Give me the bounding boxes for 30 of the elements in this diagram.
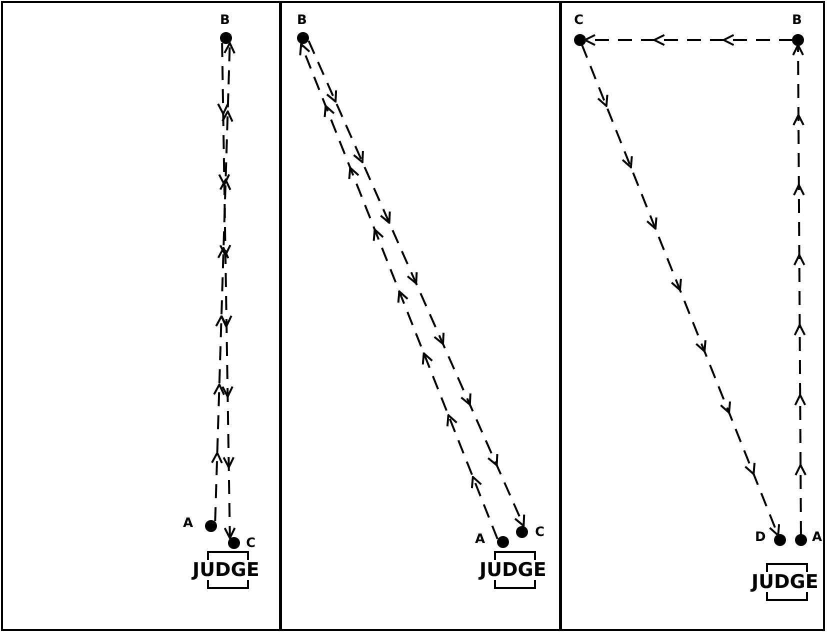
position-dot — [574, 34, 586, 46]
dashed-arrow — [585, 34, 793, 46]
point-label: A — [812, 531, 822, 545]
position-dot — [497, 536, 509, 548]
position-dot — [297, 32, 309, 44]
position-dot — [516, 526, 528, 538]
point-label: B — [220, 14, 230, 28]
position-dot — [792, 34, 804, 46]
position-dot — [228, 537, 240, 549]
point-label: D — [755, 531, 766, 545]
position-dot — [220, 32, 232, 44]
point-label: C — [246, 537, 256, 551]
point-label: C — [535, 526, 545, 540]
position-dot — [795, 534, 807, 546]
point-label: C — [574, 14, 584, 28]
dashed-arrow — [299, 44, 498, 540]
judge-box: JUDGE — [192, 550, 260, 590]
judge-box: JUDGE — [752, 562, 818, 602]
judge-box: JUDGE — [480, 550, 546, 590]
dashed-arrow — [217, 43, 236, 538]
dashed-arrow — [792, 45, 806, 535]
dashed-arrow — [211, 42, 236, 522]
position-dot — [205, 520, 217, 532]
point-label: B — [297, 14, 307, 28]
dashed-arrow — [580, 44, 780, 536]
position-dot — [774, 534, 786, 546]
point-label: A — [183, 517, 194, 531]
point-label: A — [475, 533, 486, 547]
dashed-arrow — [308, 40, 526, 526]
point-label: B — [792, 14, 802, 28]
